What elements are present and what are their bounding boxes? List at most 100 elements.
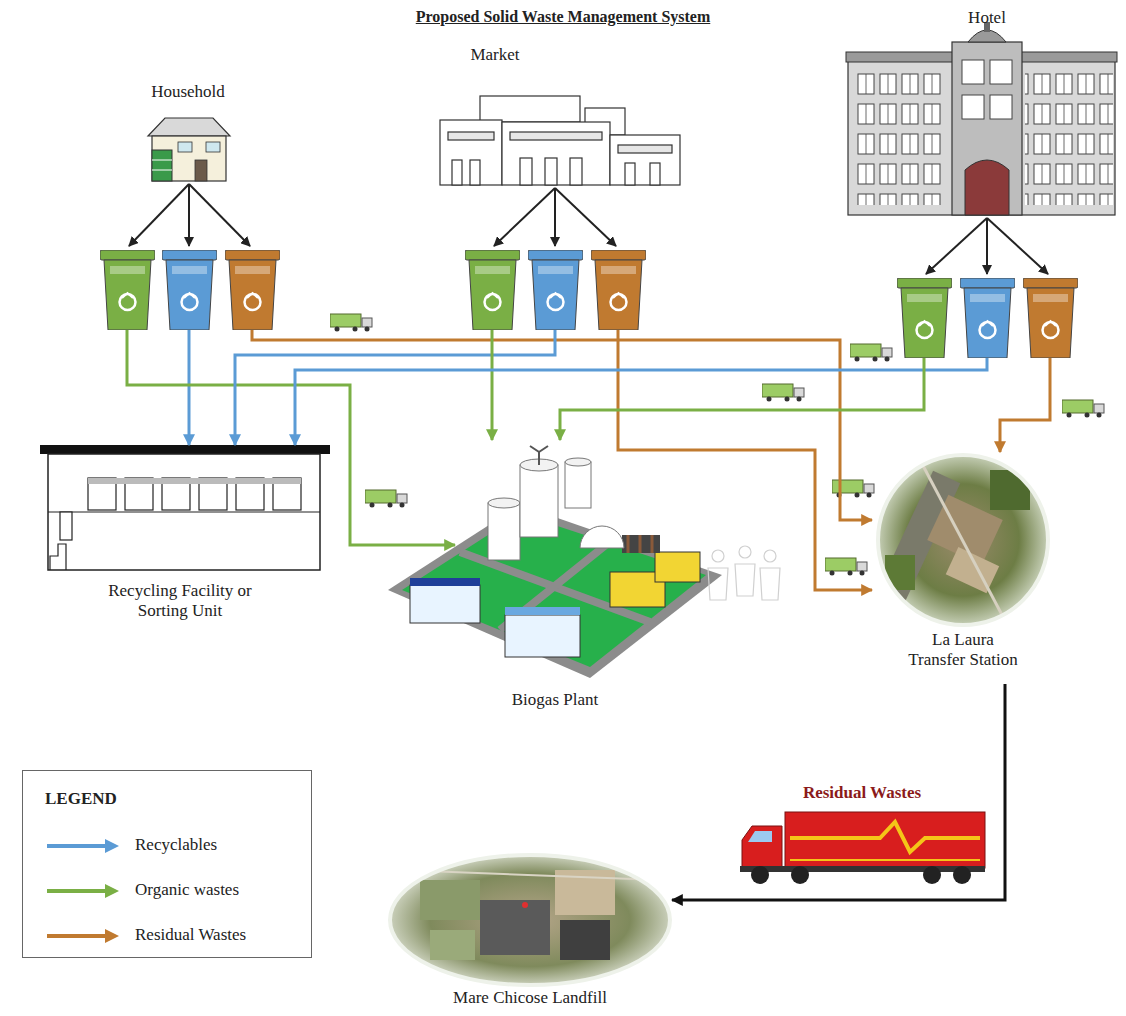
bin-arrows-part xyxy=(986,218,988,274)
legend-arrow xyxy=(45,927,121,945)
biogas-plant-icon-part xyxy=(530,446,539,465)
market-icon-part xyxy=(625,163,635,185)
biogas-plant-icon-part xyxy=(580,526,624,548)
market-icon-part xyxy=(480,96,580,122)
waste-bins-part xyxy=(897,278,952,358)
worker-figures-part xyxy=(712,550,724,562)
flow-connector xyxy=(235,330,555,445)
flow-connector xyxy=(560,358,924,440)
worker-figures xyxy=(708,546,780,600)
house-icon-part xyxy=(152,160,172,161)
transfer-station-photo-part-part xyxy=(920,460,1010,630)
biogas-plant-icon xyxy=(388,446,722,678)
bin-arrows-part xyxy=(188,184,190,246)
market-source: Market xyxy=(435,45,685,330)
house-icon-part xyxy=(152,136,226,181)
biogas-plant: Biogas Plant xyxy=(455,440,725,714)
residual-truck-part xyxy=(953,866,971,884)
residual-truck-part xyxy=(742,826,782,870)
flow-connector xyxy=(252,330,872,520)
waste-bins-part xyxy=(162,250,217,330)
legend-box: LEGENDRecyclablesOrganic wastesResidual … xyxy=(22,770,312,958)
biogas-plant-icon-part xyxy=(565,462,591,508)
transfer-station-photo xyxy=(870,455,1048,630)
worker-figures-part xyxy=(735,564,755,596)
landfill-photo-part-part xyxy=(430,930,475,960)
recycling-building-part xyxy=(60,512,72,540)
collection-trucks-part xyxy=(825,558,867,576)
flow-connector xyxy=(127,330,455,545)
house-icon xyxy=(148,118,230,181)
landfill-photo-part xyxy=(400,870,660,960)
waste-bins-part xyxy=(528,250,583,330)
hotel-icon-part xyxy=(855,70,943,205)
recycling-building-part xyxy=(48,454,320,570)
legend-arrow-head xyxy=(105,884,119,898)
market-icon-part xyxy=(470,160,480,185)
transfer-station-photo-part-part xyxy=(990,470,1030,510)
market-icon-part xyxy=(610,135,680,185)
hotel-icon-part xyxy=(962,60,984,84)
landfill-photo-part-part xyxy=(560,920,610,960)
residual-truck-part xyxy=(740,866,985,872)
legend-arrow-line xyxy=(47,889,107,893)
biogas-plant-icon-part xyxy=(639,535,642,553)
biogas-plant-icon-part xyxy=(565,458,591,466)
waste-bins xyxy=(100,250,1078,358)
collection-trucks-part xyxy=(365,490,407,508)
worker-figures-part xyxy=(708,568,728,600)
landfill-photo-part-part xyxy=(420,880,480,920)
hotel-icon xyxy=(846,22,1117,215)
waste-bins-part xyxy=(591,250,646,330)
residual-truck xyxy=(740,812,985,884)
landfill-photo xyxy=(390,855,670,985)
landfill-photo-part-part xyxy=(480,900,550,955)
biogas-plant-icon-part xyxy=(505,615,580,657)
hotel-icon-part xyxy=(965,160,1009,215)
node-label: Recycling Facility or Sorting Unit xyxy=(85,581,275,620)
biogas-plant-icon-part xyxy=(410,578,480,586)
waste-bins-part xyxy=(465,250,520,330)
legend-arrow-line xyxy=(47,844,107,848)
residual-truck-part xyxy=(790,822,980,852)
node-label: Market xyxy=(470,45,519,65)
legend-arrow-line xyxy=(47,934,107,938)
collection-trucks-part xyxy=(832,480,874,498)
node-label: Biogas Plant xyxy=(512,690,598,710)
worker-figures-part xyxy=(739,546,751,558)
house-icon-part xyxy=(152,150,172,181)
biogas-plant-icon-part xyxy=(627,535,630,553)
waste-bins-part xyxy=(960,278,1015,358)
flow-connector xyxy=(672,684,1005,900)
edge-label: Residual Wastes xyxy=(800,783,924,803)
collection-trucks-part xyxy=(762,384,804,402)
waste-bins-part xyxy=(100,250,155,330)
node-label: Mare Chicose Landfill xyxy=(453,988,607,1008)
hotel-icon-part xyxy=(1025,70,1113,205)
worker-figures-part xyxy=(764,550,776,562)
legend-text: Recyclables xyxy=(135,835,217,855)
market-icon-part xyxy=(650,163,660,185)
transfer-station-photo-part xyxy=(870,460,1030,630)
bin-arrows-part xyxy=(129,184,189,246)
house-icon-part xyxy=(148,118,230,136)
collection-trucks-part xyxy=(330,314,372,332)
market-icon xyxy=(440,96,680,185)
recycling-facility: Recycling Facility or Sorting Unit xyxy=(40,445,330,627)
flow-connector xyxy=(295,358,987,445)
market-icon-part xyxy=(545,158,557,185)
market-icon-part xyxy=(510,132,602,140)
biogas-plant-icon-part xyxy=(655,552,700,582)
residual-truck-part xyxy=(790,859,980,861)
biogas-plant-icon-part xyxy=(520,465,558,537)
house-icon-part xyxy=(152,170,172,171)
legend-title: LEGEND xyxy=(45,789,117,809)
market-icon-part xyxy=(448,132,494,140)
household-source: Household xyxy=(95,82,295,330)
biogas-plant-icon-part xyxy=(505,607,580,615)
bin-arrows-part xyxy=(987,218,1048,274)
landfill-photo-part xyxy=(390,855,670,985)
bin-arrows-part xyxy=(189,184,250,246)
legend-text: Residual Wastes xyxy=(135,925,246,945)
